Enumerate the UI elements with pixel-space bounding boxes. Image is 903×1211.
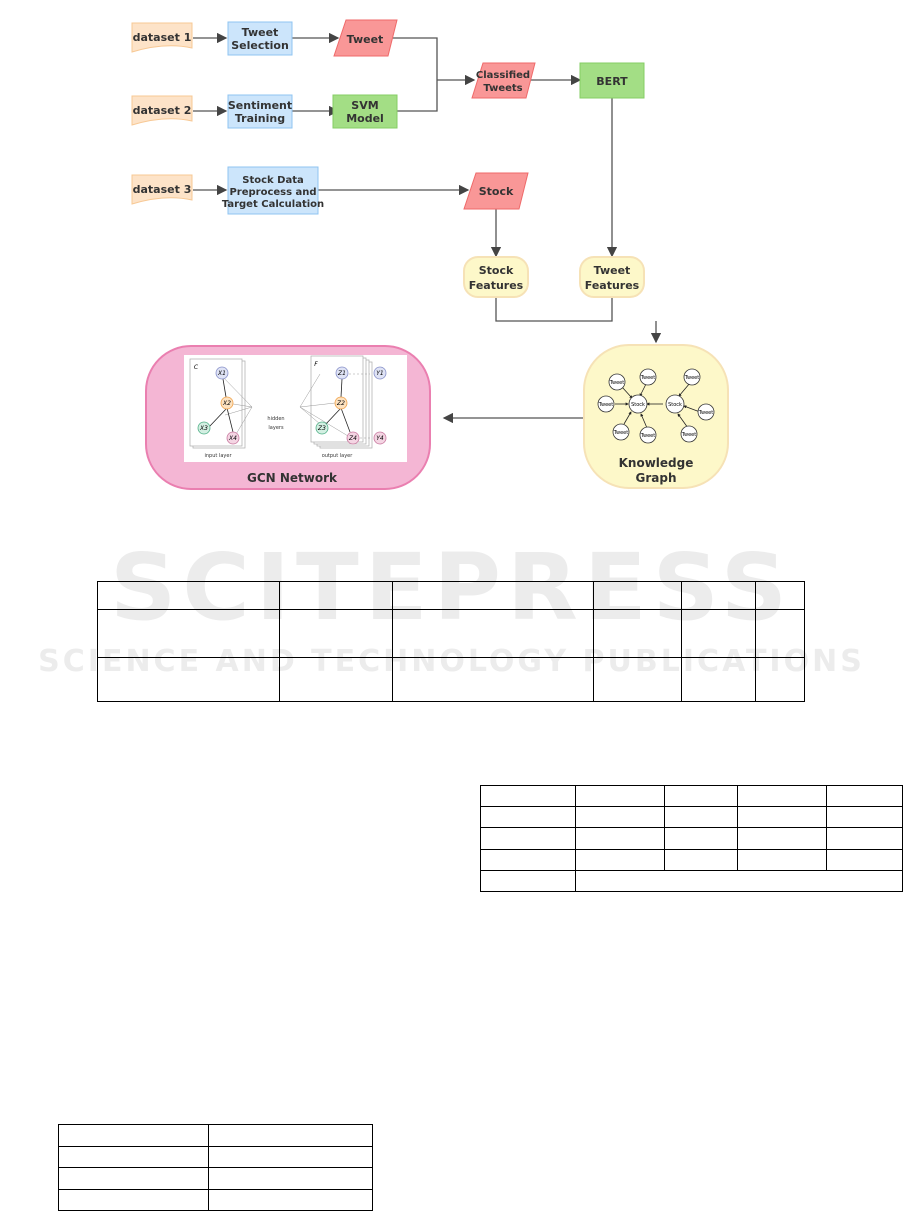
svg-text:Tweet: Tweet [640,375,655,381]
dataset-1-node: dataset 1 [131,22,193,53]
gcn-node-x3: X3 [197,421,211,435]
svg-text:Model: Model [346,112,384,125]
svg-text:Target Calculation: Target Calculation [222,199,324,210]
svg-text:Stock: Stock [668,402,682,408]
svg-text:Y4: Y4 [376,435,384,442]
svg-text:Tweet: Tweet [698,410,713,416]
svg-text:Features: Features [585,279,640,292]
svg-text:Tweet: Tweet [684,375,699,381]
gcn-node-x4: X4 [226,431,240,445]
svg-text:Tweet: Tweet [242,26,279,39]
dataset-2-node: dataset 2 [131,95,193,126]
kg-stock-node: Stock [665,394,685,414]
svg-text:Tweet: Tweet [681,432,696,438]
svg-text:Preprocess and: Preprocess and [229,187,316,198]
table-2 [480,784,903,893]
kg-tweet-node: Tweet [697,403,715,421]
svg-text:SVM: SVM [351,99,378,112]
svg-text:Classified: Classified [476,70,530,81]
svg-text:Stock: Stock [479,264,514,277]
svg-text:Features: Features [469,279,524,292]
svg-text:Sentiment: Sentiment [228,99,292,112]
gcn-node-y4: Y4 [373,431,387,445]
gcn-node-x1: X1 [215,366,229,380]
gcn-node-y1: Y1 [373,366,387,380]
svg-text:Tweet: Tweet [640,433,655,439]
svg-text:Tweets: Tweets [483,83,522,94]
tweet-data-node: Tweet [333,19,398,57]
kg-tweet-node: Tweet [608,373,626,391]
svg-text:BERT: BERT [596,75,628,88]
svg-text:Training: Training [235,112,285,125]
knowledge-graph-label: Knowledge [619,456,694,470]
svg-text:Stock Data: Stock Data [242,175,304,186]
gcn-output-layer-label: output layer [322,453,354,459]
svg-text:Y1: Y1 [376,370,383,377]
kg-tweet-node: Tweet [680,425,698,443]
dataset-3-node: dataset 3 [131,174,193,205]
svg-text:Tweet: Tweet [609,380,624,386]
svg-text:dataset 2: dataset 2 [133,104,192,117]
gcn-network-node: X1 X2 X3 X4 Z1 Z2 Z3 Z4 Y1 Y4 C F input … [145,345,431,490]
gcn-node-z2: Z2 [334,396,348,410]
table-3 [58,1124,373,1211]
gcn-node-z1: Z1 [335,366,349,380]
svg-text:Tweet: Tweet [347,33,384,46]
svg-text:Z3: Z3 [317,425,326,432]
svg-text:Z2: Z2 [336,400,345,407]
svg-text:Tweet: Tweet [613,430,628,436]
svg-text:Stock: Stock [479,185,514,198]
gcn-f-label: F [314,361,318,368]
gcn-node-x2: X2 [220,396,234,410]
gcn-node-z4: Z4 [346,431,360,445]
gcn-c-label: C [194,364,199,371]
gcn-input-layer-label: input layer [205,453,233,459]
table-1 [97,581,805,702]
svg-text:X1: X1 [217,370,226,377]
svg-text:X2: X2 [222,400,231,407]
svg-text:Tweet: Tweet [594,264,631,277]
svg-text:dataset 3: dataset 3 [133,183,192,196]
connectors [193,32,662,424]
svg-text:Z1: Z1 [337,370,346,377]
knowledge-graph-label: Graph [636,471,677,485]
gcn-hidden-label: hidden [267,416,284,422]
bert-node: BERT [579,62,645,99]
kg-tweet-node: Tweet [683,368,701,386]
kg-tweet-node: Tweet [597,395,615,413]
kg-stock-node: Stock [628,394,648,414]
gcn-title: GCN Network [247,471,338,485]
svg-text:Selection: Selection [231,39,289,52]
gcn-node-z3: Z3 [315,421,329,435]
svg-text:Z4: Z4 [348,435,357,442]
svg-text:dataset 1: dataset 1 [133,31,192,44]
stock-data-node: Stock [463,172,529,210]
kg-tweet-node: Tweet [612,423,630,441]
svg-text:Stock: Stock [631,402,645,408]
pipeline-diagram: dataset 1 dataset 2 dataset 3 TweetSelec… [131,19,729,490]
svg-text:Tweet: Tweet [598,402,613,408]
svg-text:X4: X4 [228,435,237,442]
gcn-hidden-label: layers [268,425,284,431]
knowledge-graph-node: Tweet Tweet Tweet Tweet Tweet Tweet Twee… [583,344,729,489]
kg-tweet-node: Tweet [639,368,657,386]
svg-text:X3: X3 [199,425,208,432]
kg-tweet-node: Tweet [639,426,657,444]
